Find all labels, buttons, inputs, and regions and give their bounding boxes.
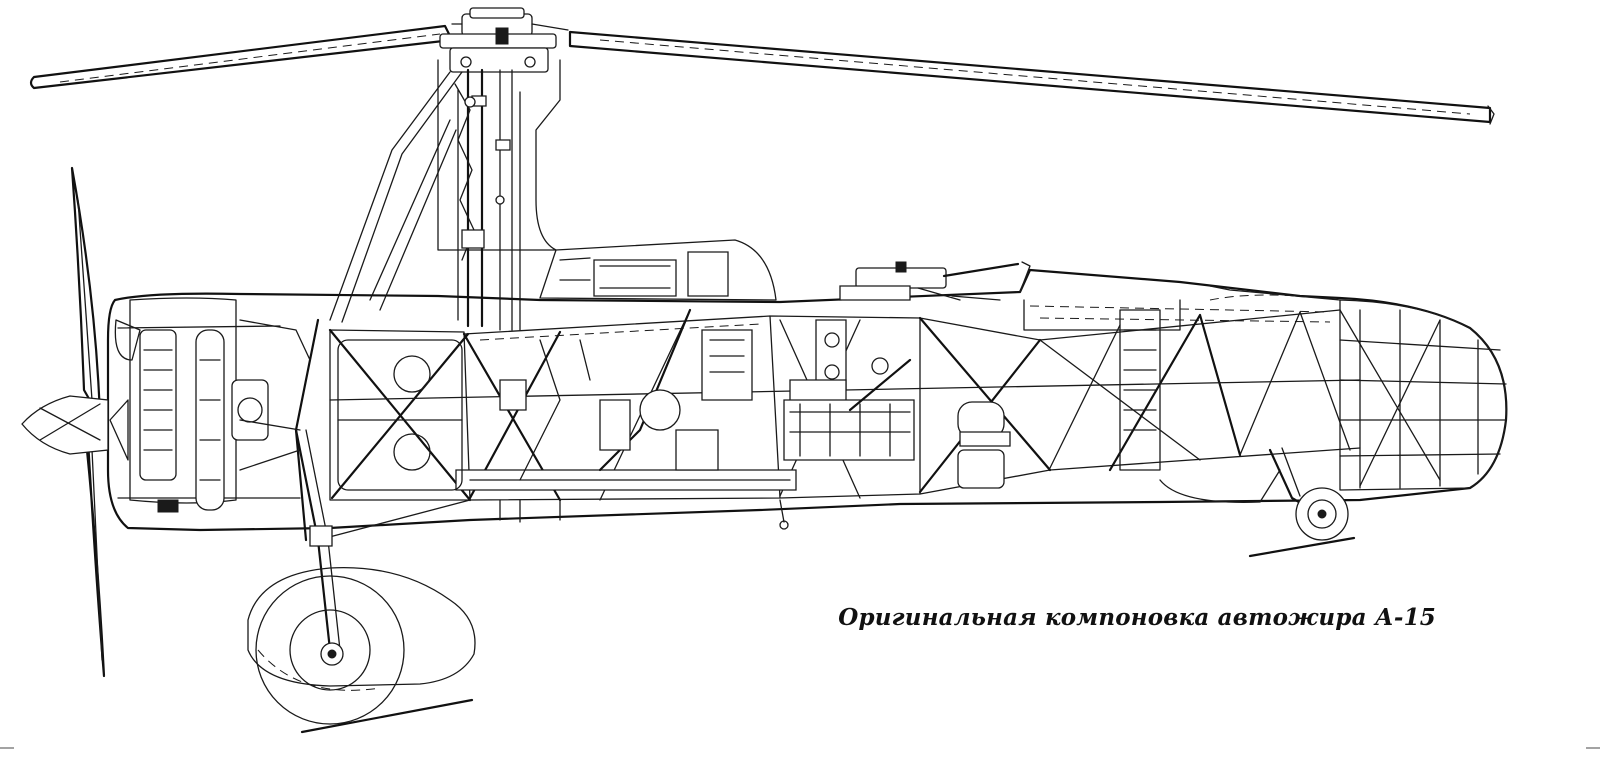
rotor-pylon — [330, 60, 560, 330]
drawing-caption: Оригинальная компоновка автожира А-15 — [838, 604, 1436, 631]
rotor-hub — [440, 8, 568, 72]
cockpit-canopy — [540, 240, 776, 300]
tail-wheel — [1250, 448, 1354, 556]
main-landing-gear — [240, 420, 475, 732]
fuel-tank — [338, 340, 462, 490]
machine-gun — [840, 262, 1018, 300]
rotor-blades — [31, 26, 1494, 124]
tail-section — [1120, 295, 1506, 502]
propeller — [22, 168, 108, 676]
engine — [110, 298, 310, 512]
cabin-equipment — [500, 310, 1010, 529]
